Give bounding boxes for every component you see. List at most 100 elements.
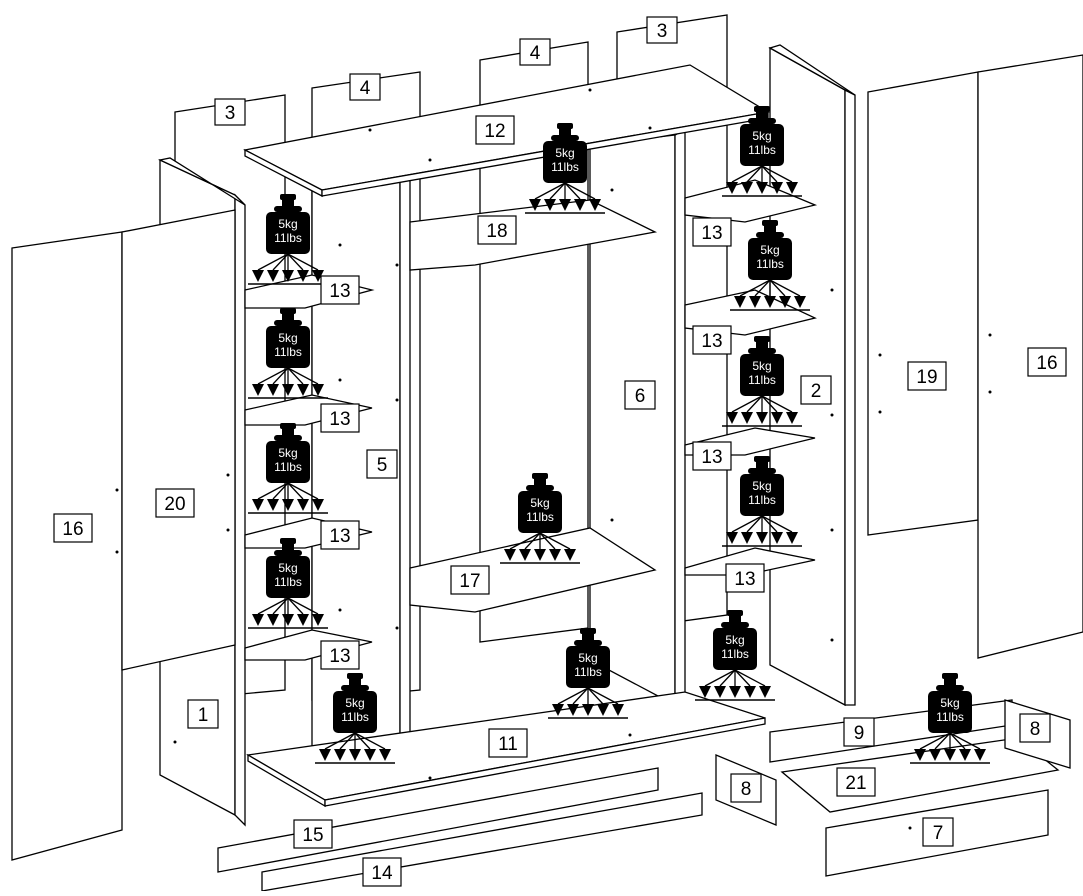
load-arrow-icon [786,412,798,424]
weight-kg-text: 5kg [940,696,959,710]
weight-knob [557,123,573,129]
part-label-box [692,441,732,471]
weight-body [713,628,757,670]
load-arrow-icon [349,749,361,761]
load-arrow-icon [741,182,753,194]
door-20 [121,209,236,671]
load-arrow-icon [612,704,624,716]
load-arrow-icon [252,614,264,626]
part-label-13: 13 [692,441,732,471]
part-label-14: 14 [362,857,402,887]
weight-lbs-text: 11lbs [274,460,302,474]
load-arrow-icon [756,412,768,424]
weight-lbs-text: 11lbs [721,647,749,661]
load-arrow-icon [282,270,294,282]
part-label-13: 13 [692,325,732,355]
load-arrow-icon [297,499,309,511]
part-label-box [692,217,732,247]
part-label-box [362,857,402,887]
part-label-13: 13 [320,520,360,550]
part-label-box [519,38,551,66]
part-label-box [320,520,360,550]
door-19 [867,71,979,536]
part-label-text: 8 [1030,719,1041,740]
weight-lbs-text: 11lbs [526,510,554,524]
weight-body [266,212,310,254]
weight-knob [347,673,363,679]
part-label-box [320,640,360,670]
part-label-text: 20 [164,494,185,515]
load-arrow-icon [786,532,798,544]
part-label-3: 3 [214,98,246,126]
part-label-12: 12 [475,115,515,145]
part-label-8: 8 [1019,713,1051,743]
part-label-box [320,275,360,305]
weight-lbs-text: 11lbs [274,231,302,245]
part-label-15: 15 [293,819,333,849]
part-label-text: 11 [498,734,518,755]
load-arrow-icon [749,296,761,308]
load-arrow-icon [552,704,564,716]
load-arrow-icon [699,686,711,698]
weight-lbs-text: 11lbs [341,710,369,724]
load-arrow-icon [714,686,726,698]
part-label-box [1027,347,1067,377]
part-label-13: 13 [725,563,765,593]
load-arrow-icon [267,614,279,626]
weight-body [748,238,792,280]
load-arrow-icon [297,384,309,396]
part-label-box [730,773,762,803]
weight-body [543,141,587,183]
weight-body [928,691,972,733]
load-arrow-icon [312,270,324,282]
load-arrow-icon [252,499,264,511]
load-arrow-icon [297,270,309,282]
weight-icons: 5kg11lbs5kg11lbs5kg11lbs5kg11lbs5kg11lbs… [248,106,990,764]
load-arrow-icon [282,614,294,626]
weight-body [266,441,310,483]
weight-body [333,691,377,733]
weight-body [740,354,784,396]
part-label-text: 13 [734,569,755,590]
part-label-box [646,16,678,44]
part-label-19: 19 [907,361,947,391]
weight-knob [762,220,778,226]
weight-knob [532,473,548,479]
part-label-text: 18 [486,221,507,242]
door-16-left [11,231,123,861]
load-arrow-icon [764,296,776,308]
load-arrow-icon [267,384,279,396]
weight-lbs-text: 11lbs [274,575,302,589]
weight-body [266,326,310,368]
load-arrow-icon [726,182,738,194]
weight-lbs-text: 11lbs [756,257,784,271]
part-label-9: 9 [843,717,875,747]
part-label-box [450,565,490,595]
load-arrow-icon [312,499,324,511]
load-arrow-icon [771,532,783,544]
load-arrow-icon [771,182,783,194]
load-arrow-icon [779,296,791,308]
part-label-box [155,488,195,518]
load-arrow-icon [914,749,926,761]
load-arrow-icon [974,749,986,761]
load-arrow-icon [252,384,264,396]
load-arrow-icon [959,749,971,761]
weight-lbs-text: 11lbs [748,493,776,507]
weight-knob [280,308,296,314]
part-label-13: 13 [320,275,360,305]
part-label-text: 13 [701,223,722,244]
part-label-box [214,98,246,126]
part-label-text: 3 [225,103,236,124]
part-label-1: 1 [187,699,219,729]
part-label-box [53,513,93,543]
part-label-box [922,817,954,847]
